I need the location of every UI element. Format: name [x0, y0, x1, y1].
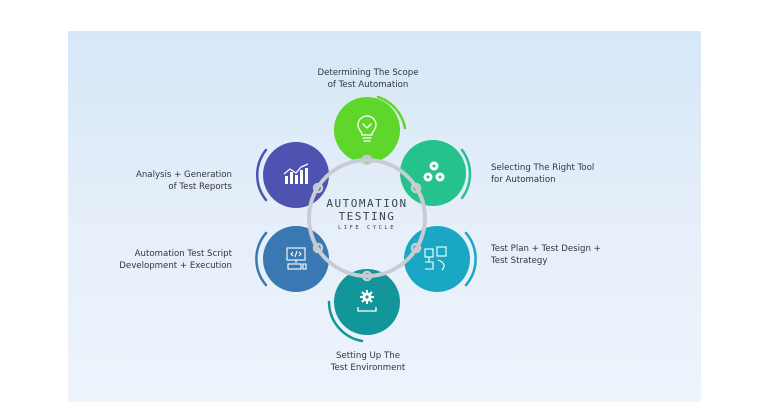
stage-plan-circle [404, 226, 477, 292]
center-title-line2: TESTING [338, 210, 396, 223]
stage-scope-circle [334, 95, 407, 163]
center-ring [307, 158, 427, 278]
center-title-line1: AUTOMATION [326, 197, 408, 210]
label-scope: Determining The Scope of Test Automation [309, 67, 427, 91]
label-tool: Selecting The Right Tool for Automation [491, 162, 594, 186]
label-reports-line2: of Test Reports [168, 182, 232, 192]
center-title: AUTOMATION TESTING LIFE CYCLE [307, 197, 427, 232]
label-reports: Analysis + Generation of Test Reports [136, 169, 232, 193]
label-environment: Setting Up The Test Environment [309, 350, 427, 374]
label-scope-line2: of Test Automation [327, 80, 409, 90]
label-plan: Test Plan + Test Design + Test Strategy [491, 243, 601, 267]
bar-chart-icon [283, 163, 309, 184]
label-script-line1: Automation Test Script [134, 249, 232, 259]
label-plan-line2: Test Strategy [491, 256, 548, 266]
label-script-line2: Development + Execution [119, 261, 232, 271]
label-tool-line2: for Automation [491, 175, 556, 185]
label-environment-line1: Setting Up The [336, 351, 400, 361]
label-script: Automation Test Script Development + Exe… [119, 248, 232, 272]
label-environment-line2: Test Environment [330, 363, 406, 373]
planning-board-icon [424, 246, 447, 271]
label-reports-line1: Analysis + Generation [135, 170, 232, 180]
label-plan-line1: Test Plan + Test Design + [491, 244, 601, 254]
diagram-panel [68, 31, 701, 402]
label-scope-line1: Determining The Scope [317, 68, 419, 78]
label-tool-line1: Selecting The Right Tool [491, 163, 595, 173]
code-monitor-icon [286, 247, 307, 270]
center-title-line3: LIFE CYCLE [337, 225, 397, 231]
stage-script-circle [255, 226, 329, 292]
gear-tray-icon [357, 290, 377, 312]
lightbulb-icon [357, 115, 377, 142]
cogs-triangle-icon [423, 161, 445, 182]
ring-connectors [312, 154, 422, 282]
